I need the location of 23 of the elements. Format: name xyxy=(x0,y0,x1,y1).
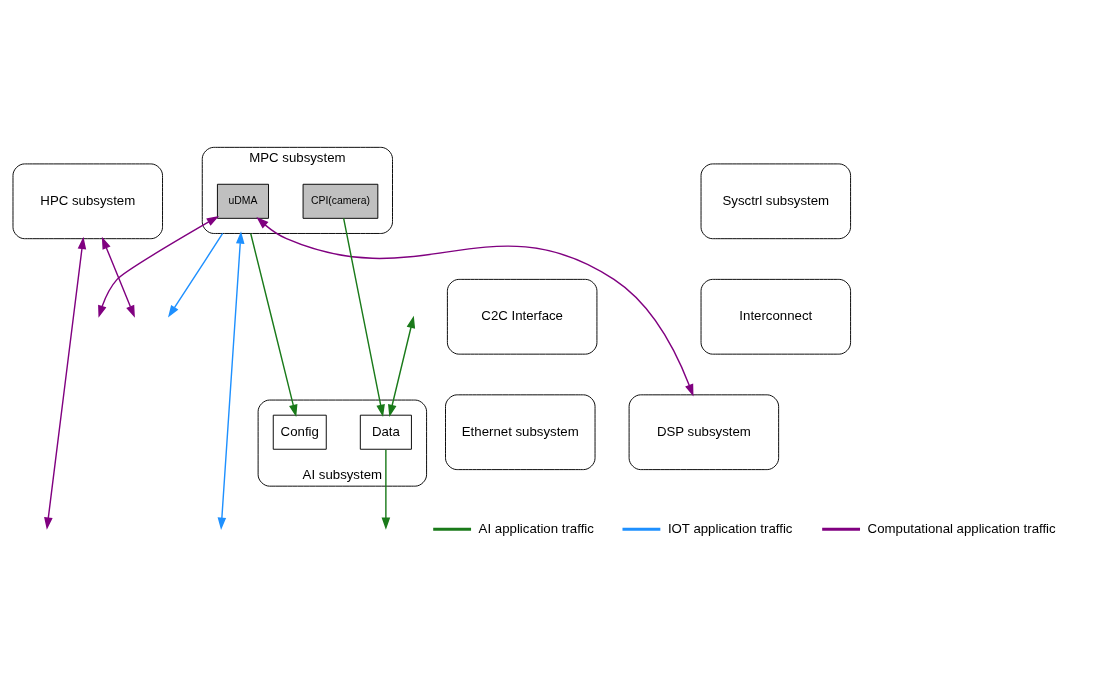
arrow xyxy=(256,216,694,397)
node-box: Sysctrl subsystem xyxy=(700,162,852,239)
node-box: DSP subsystem xyxy=(628,393,780,470)
legend-label: AI application traffic xyxy=(478,520,594,536)
arrow xyxy=(168,232,224,318)
arrow xyxy=(44,236,87,530)
node-box: Ethernet subsystem xyxy=(445,393,596,470)
node-box: uDMA xyxy=(216,183,269,219)
legend-label: IOT application traffic xyxy=(667,520,793,536)
node-box: Data xyxy=(359,414,412,450)
node-box: HPC subsystem xyxy=(12,162,163,239)
arrow xyxy=(250,232,298,417)
arrow xyxy=(217,230,245,530)
node-box: C2C Interface xyxy=(446,278,598,355)
arrow xyxy=(98,215,220,318)
legend-label: Computational application traffic xyxy=(867,520,1056,536)
arrow xyxy=(381,448,391,530)
node-box: CPI(camera) xyxy=(302,183,379,219)
arrow xyxy=(388,315,416,417)
arrow xyxy=(101,236,135,318)
node-box: Config xyxy=(272,414,327,450)
node-box: Interconnect xyxy=(700,278,852,355)
arrow xyxy=(342,217,385,417)
